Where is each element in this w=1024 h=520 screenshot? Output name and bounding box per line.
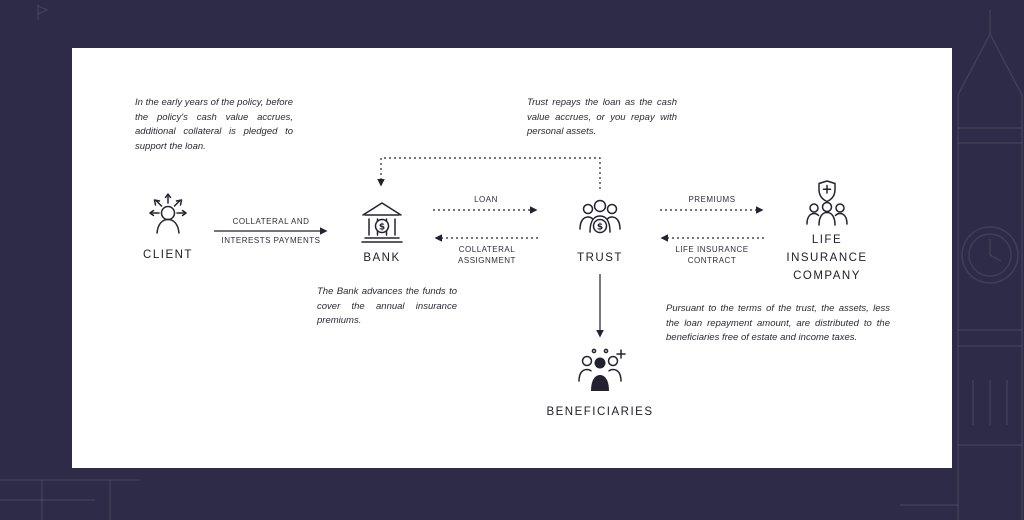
flow-arrows [214,157,764,338]
annotation-early-years: In the early years of the policy, before… [135,97,293,153]
annotation-pursuant: Pursuant to the terms of the trust, the … [666,303,890,344]
bank-label: BANK [363,252,401,264]
edge-collateral-assignment-line1: COLLATERAL [458,245,516,254]
edge-collateral-assignment-label: COLLATERAL ASSIGNMENT [437,244,537,266]
edge-loan-label: LOAN [474,195,498,204]
edge-premiums-label: PREMIUMS [688,195,736,204]
edge-collateral-payments-line1: COLLATERAL AND [232,217,310,226]
trust-label: TRUST [577,252,623,264]
edge-insurance-contract-line2: CONTRACT [687,256,737,265]
life-insurance-company-icon [806,180,848,226]
edge-insurance-contract-line1: LIFE INSURANCE [675,245,749,254]
svg-text:$: $ [597,223,603,233]
client-icon [149,193,187,234]
annotation-bank-advances: The Bank advances the funds to cover the… [317,286,457,327]
edge-collateral-payments-line2: INTERESTS PAYMENTS [221,236,321,245]
trust-icon: $ [579,199,621,234]
annotation-trust-repays: Trust repays the loan as the cash value … [527,97,677,138]
client-label: CLIENT [143,249,193,261]
diagram-card: In the early years of the policy, before… [72,48,952,468]
beneficiaries-label: BENEFICIARIES [546,406,654,418]
life-insurance-company-label: LIFE INSURANCE COMPANY [786,234,868,282]
beneficiaries-icon [578,348,626,391]
edge-collateral-assignment-line2: ASSIGNMENT [458,256,516,265]
edge-insurance-contract-label: LIFE INSURANCE CONTRACT [662,244,762,266]
svg-text:$: $ [379,223,385,233]
bank-icon: $ [361,202,403,243]
